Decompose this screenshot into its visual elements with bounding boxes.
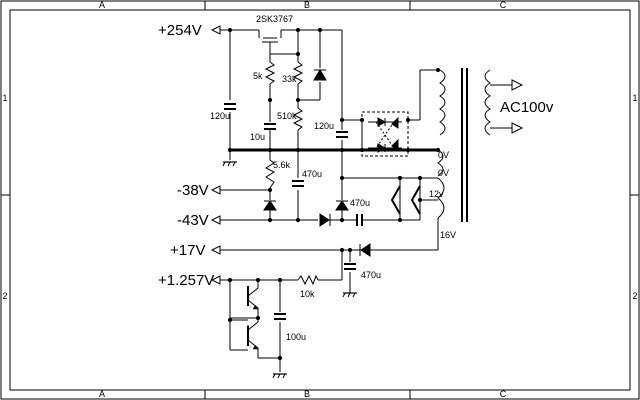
rail-label-254v: +254V [158,22,202,39]
row-label-2-right: 2 [632,291,637,301]
capacitor-470u-17v [344,263,356,270]
capacitor-120u-right-label: 120u [314,121,334,131]
rail-label-minus43v: -43V [177,212,209,229]
capacitor-120u-left-label: 120u [210,111,230,121]
resistor-33k-label: 33k [282,74,297,84]
resistor-510k [292,107,304,131]
tap-label-16v: 16V [440,230,456,240]
capacitor-470u-17v-label: 470u [361,270,381,280]
zener-diode-33k [313,69,327,81]
resistor-5k-label: 5k [253,71,263,81]
resistor-5-6k [264,159,276,189]
rail-label-17v: +17V [170,242,205,259]
col-label-c-top: C [500,0,507,10]
row-label-1-right: 1 [632,93,637,103]
npn-transistor-lower [247,326,259,350]
col-label-b-top: B [304,0,310,10]
col-label-b-bottom: B [304,389,310,399]
ground-symbols [222,161,358,379]
resistor-510k-label: 510k [277,111,297,121]
row-label-1-left: 1 [2,93,7,103]
diode-vertical-470u [335,200,349,211]
resistor-10k-label: 10k [300,289,315,299]
mosfet-label: 2SK3767 [256,14,293,24]
rail-arrows [210,25,221,285]
wiring [212,29,440,372]
capacitor-470u-mid [292,180,304,187]
transformer-primary-label: AC100v [500,99,554,116]
rail-label-minus38v: -38V [177,182,209,199]
rail-label-1-257v: +1.257V [158,272,214,289]
col-label-a-bottom: A [99,389,105,399]
capacitor-120u-right [336,131,348,138]
bridge-rectifier [361,111,409,157]
capacitor-470u-horizontal [356,214,363,226]
capacitor-10u [264,123,276,130]
capacitor-470u-mid-label: 470u [302,169,322,179]
zener-diode-38v [263,200,277,211]
col-label-a-top: A [99,0,105,10]
resistor-5k [264,61,276,85]
capacitor-470u-horizontal-label: 470u [350,198,370,208]
tap-label-12v: 12v [429,189,444,199]
transformer [437,68,524,222]
capacitor-100u [274,313,286,320]
resistor-10k [297,274,319,286]
tap-label-0v-a: 0V [438,150,449,160]
diode-43v [319,213,331,227]
row-label-2-left: 2 [2,291,7,301]
choke-symbols [390,185,421,215]
col-label-c-bottom: C [500,389,507,399]
capacitor-100u-label: 100u [286,332,306,342]
tap-label-0v-b: 0V [438,168,449,178]
resistor-33k [292,61,304,85]
diode-17v [359,243,371,257]
capacitor-120u-left [224,103,236,110]
resistor-5-6k-label: 5.6k [273,160,291,170]
capacitor-10u-label: 10u [250,132,265,142]
npn-transistor-upper [247,286,259,310]
